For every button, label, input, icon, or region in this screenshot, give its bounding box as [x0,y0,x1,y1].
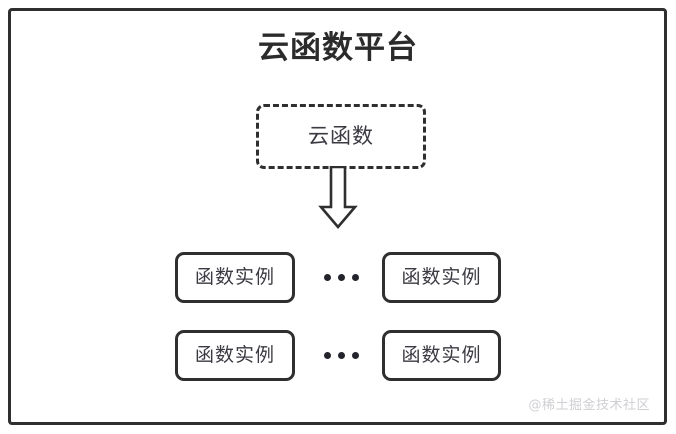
ellipsis-icon [311,330,371,381]
ellipsis-dot [337,274,345,281]
cloud-function-node: 云函数 [256,104,426,169]
ellipsis-dot [323,274,331,281]
ellipsis-icon [311,252,371,303]
ellipsis-dot [337,352,345,359]
function-instance-label: 函数实例 [194,266,275,288]
ellipsis-dot [351,274,359,281]
instance-row: 函数实例 函数实例 [0,252,676,304]
function-instance-node: 函数实例 [175,252,295,303]
function-instance-label: 函数实例 [194,344,275,366]
instance-row: 函数实例 函数实例 [0,330,676,382]
function-instance-node: 函数实例 [382,330,501,381]
function-instance-node: 函数实例 [175,330,295,381]
page-title: 云函数平台 [258,30,418,66]
function-instance-label: 函数实例 [401,266,482,288]
arrow-down-outline-icon [317,165,359,230]
watermark: @稀土掘金技术社区 [528,398,650,413]
function-instance-label: 函数实例 [401,344,482,366]
cloud-function-label: 云函数 [308,124,374,148]
function-instance-node: 函数实例 [382,252,501,303]
ellipsis-dot [351,352,359,359]
ellipsis-dot [323,352,331,359]
